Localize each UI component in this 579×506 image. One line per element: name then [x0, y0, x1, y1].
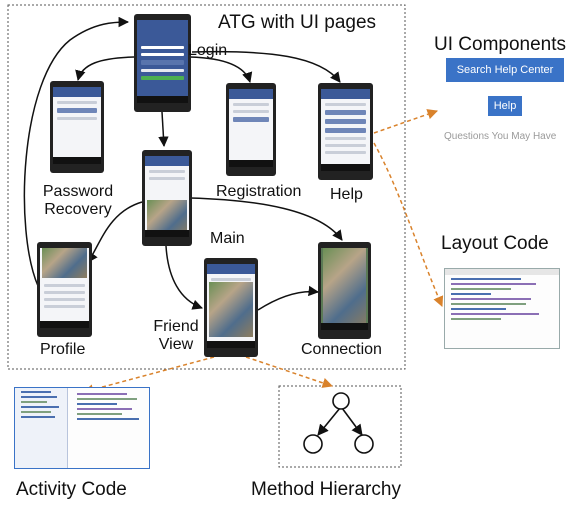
activity-code-heading: Activity Code: [16, 479, 127, 500]
label-registration: Registration: [216, 183, 302, 200]
tree-node-root: [332, 392, 350, 410]
profile-screen: [37, 242, 92, 337]
password-recovery-screen: [50, 81, 104, 173]
ui-components-heading: UI Components: [434, 34, 567, 55]
search-help-center-button: Search Help Center: [446, 58, 564, 82]
label-password-recovery: Password Recovery: [38, 183, 118, 219]
edge-main-to-connection: [189, 197, 343, 241]
tree-node-left: [303, 434, 323, 454]
edge-friendview-to-connection: [257, 285, 320, 311]
link-friendview-to-activity: [82, 356, 215, 395]
friend-view-screen: [204, 258, 258, 357]
label-password-line2: Recovery: [44, 201, 112, 218]
label-password-line1: Password: [42, 183, 114, 200]
link-friendview-to-method: [245, 356, 333, 388]
atg-boundary: [7, 4, 406, 370]
edge-login-to-password: [75, 56, 135, 82]
edge-login-to-help: [191, 50, 341, 83]
label-help: Help: [330, 186, 363, 203]
edge-profile-to-login: [23, 16, 130, 287]
edge-main-to-friendview: [165, 245, 203, 310]
label-main: Main: [210, 230, 245, 247]
edge-login-to-registration: [189, 56, 253, 84]
help-button: Help: [488, 96, 522, 116]
login-screen: [134, 14, 191, 112]
method-hierarchy-boundary: [278, 385, 402, 468]
label-connection: Connection: [301, 341, 382, 358]
label-friend-line2: View: [158, 336, 194, 353]
atg-title: ATG with UI pages: [218, 12, 377, 33]
method-hierarchy-heading: Method Hierarchy: [251, 479, 401, 500]
help-screen: [318, 83, 373, 180]
label-friend-view: Friend View: [150, 318, 202, 354]
registration-screen: [226, 83, 276, 176]
layout-code-thumbnail: [444, 268, 560, 349]
questions-text: Questions You May Have: [444, 131, 557, 142]
label-profile: Profile: [40, 341, 86, 358]
edge-login-to-main: [158, 111, 169, 148]
activity-code-thumbnail: [14, 387, 150, 469]
connection-screen: [318, 242, 371, 339]
main-screen: [142, 150, 192, 246]
layout-code-heading: Layout Code: [441, 233, 549, 254]
tree-node-right: [354, 434, 374, 454]
link-help-to-layout: [373, 142, 444, 307]
label-login: Login: [188, 42, 228, 59]
label-friend-line1: Friend: [153, 318, 199, 335]
